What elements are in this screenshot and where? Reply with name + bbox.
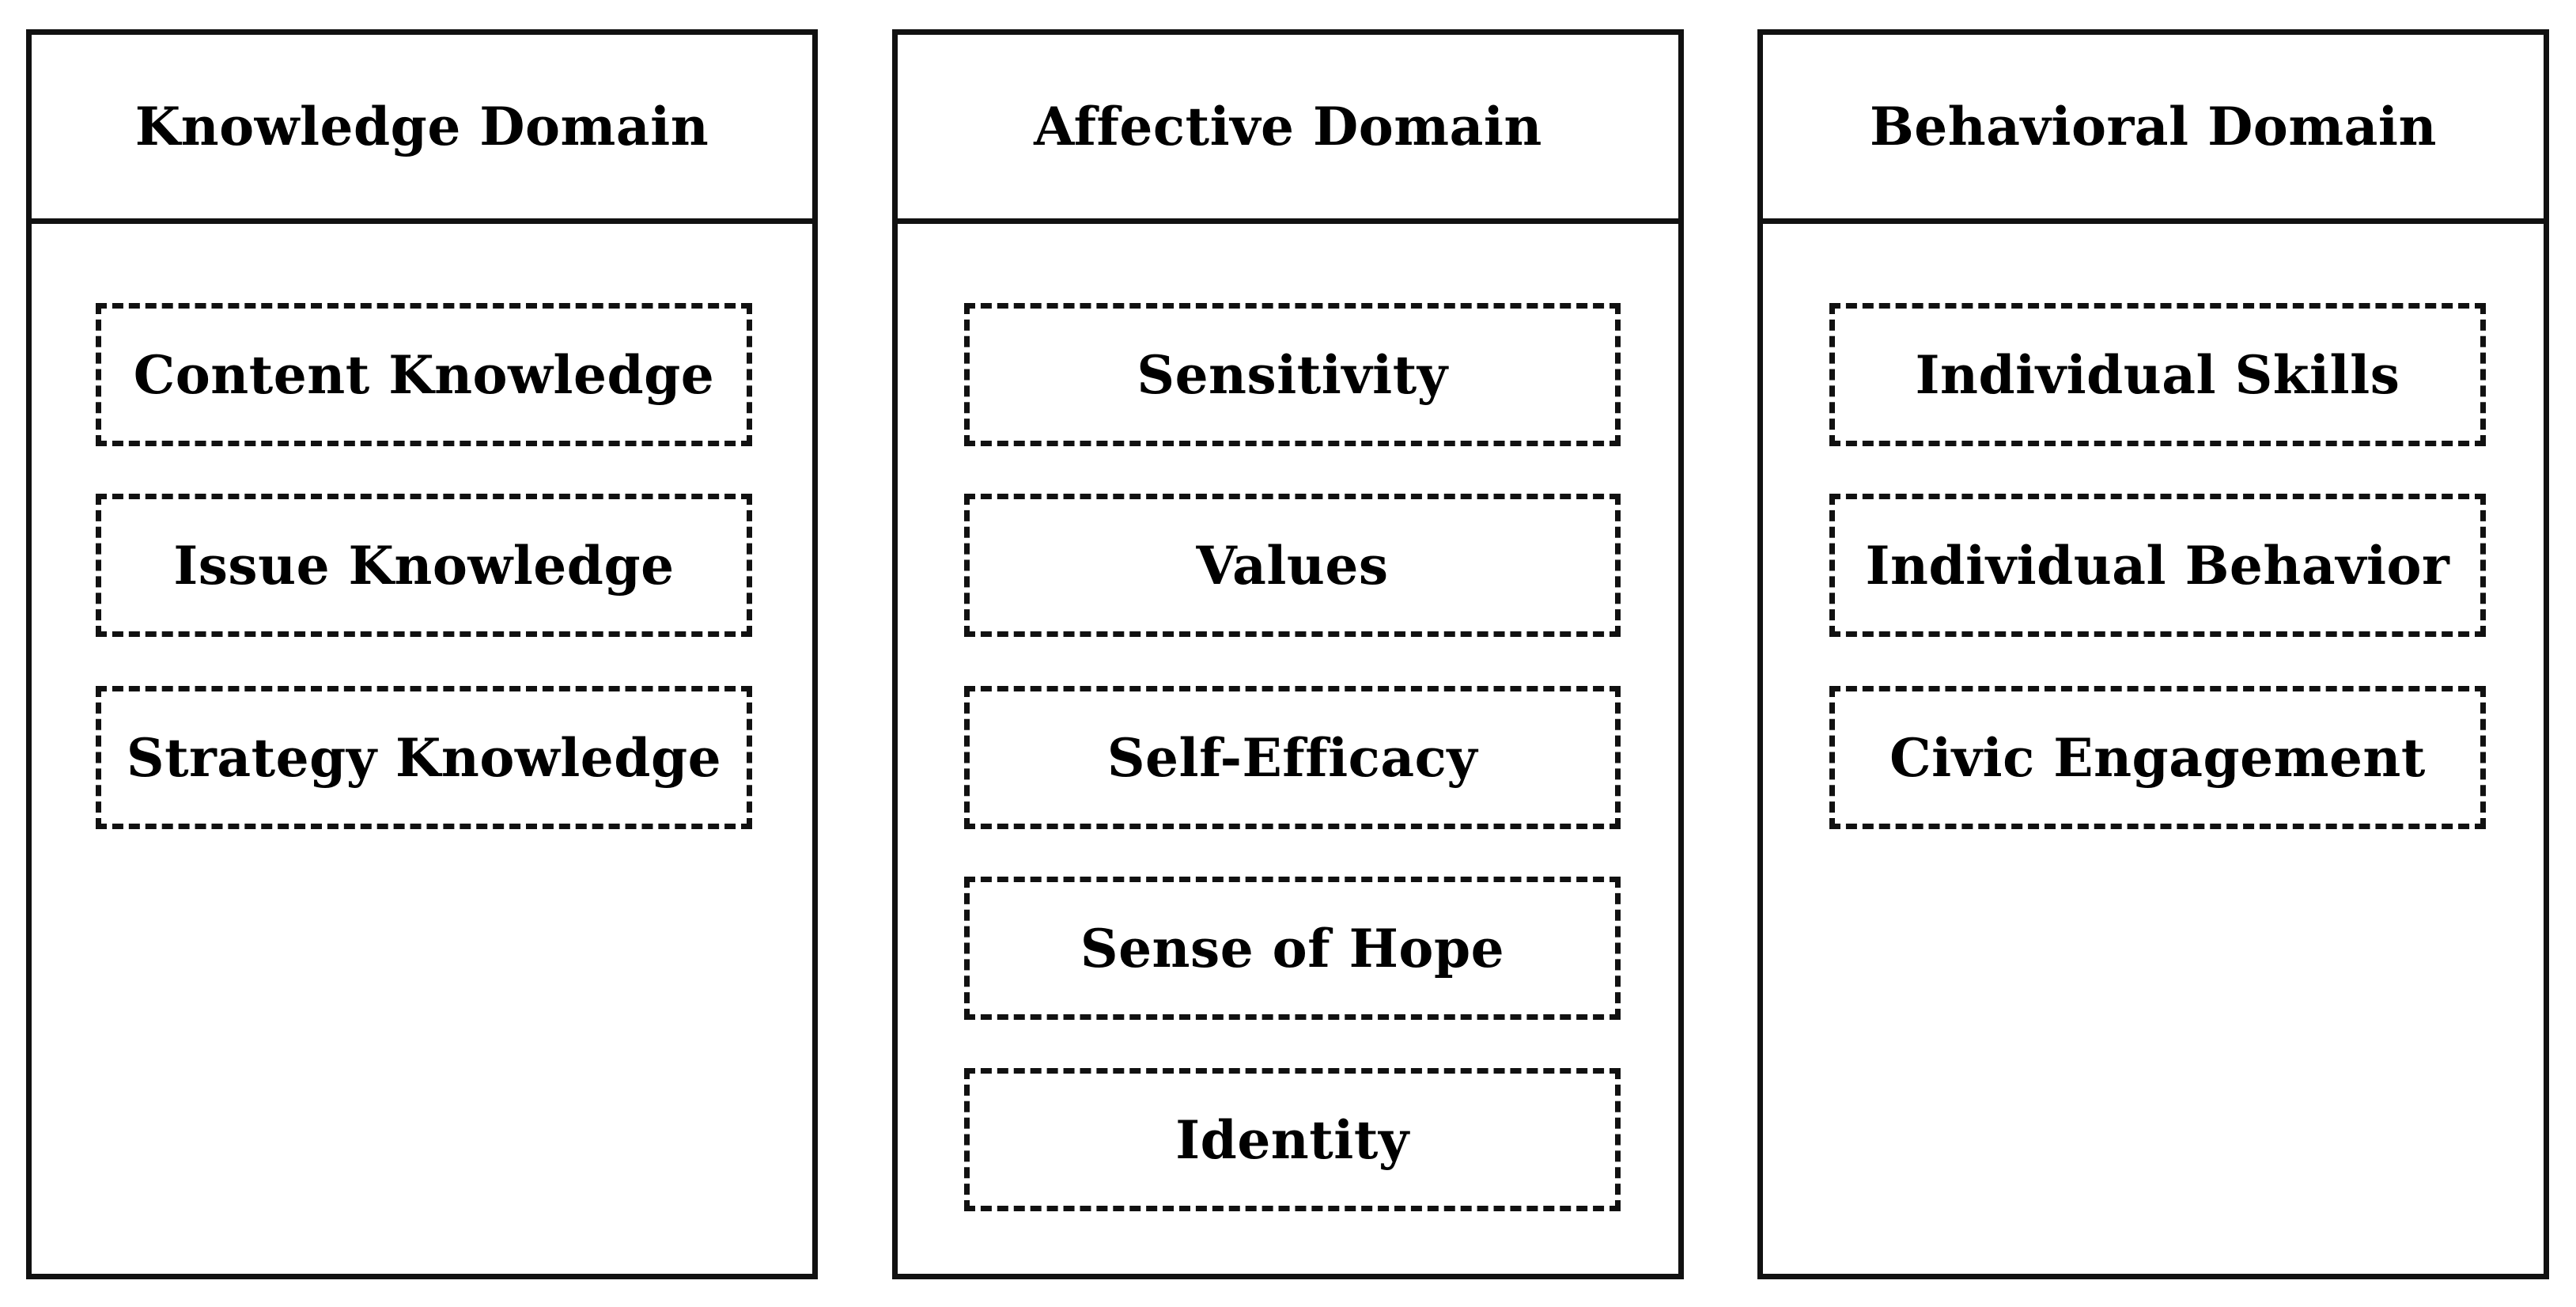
issue-knowledge-label: Issue Knowledge [173, 534, 675, 597]
values-box: Values [964, 494, 1621, 637]
sensitivity-label: Sensitivity [1137, 343, 1448, 406]
sensitivity-box: Sensitivity [964, 303, 1621, 446]
individual-behavior-box: Individual Behavior [1829, 494, 2486, 637]
strategy-knowledge-box: Strategy Knowledge [96, 686, 752, 829]
behavioral-domain-title: Behavioral Domain [1870, 96, 2437, 157]
behavioral-domain-panel: Behavioral Domain Individual Skills Indi… [1757, 29, 2549, 1279]
content-knowledge-label: Content Knowledge [133, 343, 715, 406]
content-knowledge-box: Content Knowledge [96, 303, 752, 446]
affective-domain-title: Affective Domain [1034, 96, 1542, 157]
self-efficacy-box: Self-Efficacy [964, 686, 1621, 829]
individual-behavior-label: Individual Behavior [1865, 534, 2450, 597]
individual-skills-label: Individual Skills [1915, 343, 2400, 406]
knowledge-domain-header: Knowledge Domain [32, 35, 812, 224]
sense-of-hope-box: Sense of Hope [964, 877, 1621, 1020]
civic-engagement-label: Civic Engagement [1889, 726, 2426, 789]
self-efficacy-label: Self-Efficacy [1106, 726, 1478, 789]
knowledge-domain-panel: Knowledge Domain Content Knowledge Issue… [26, 29, 818, 1279]
sense-of-hope-label: Sense of Hope [1080, 917, 1505, 979]
identity-box: Identity [964, 1068, 1621, 1211]
values-label: Values [1196, 534, 1389, 597]
affective-domain-header: Affective Domain [898, 35, 1678, 224]
issue-knowledge-box: Issue Knowledge [96, 494, 752, 637]
behavioral-domain-header: Behavioral Domain [1763, 35, 2544, 224]
identity-label: Identity [1175, 1108, 1409, 1171]
affective-domain-panel: Affective Domain Sensitivity Values Self… [892, 29, 1684, 1279]
knowledge-domain-title: Knowledge Domain [134, 96, 709, 157]
individual-skills-box: Individual Skills [1829, 303, 2486, 446]
civic-engagement-box: Civic Engagement [1829, 686, 2486, 829]
strategy-knowledge-label: Strategy Knowledge [126, 726, 722, 789]
